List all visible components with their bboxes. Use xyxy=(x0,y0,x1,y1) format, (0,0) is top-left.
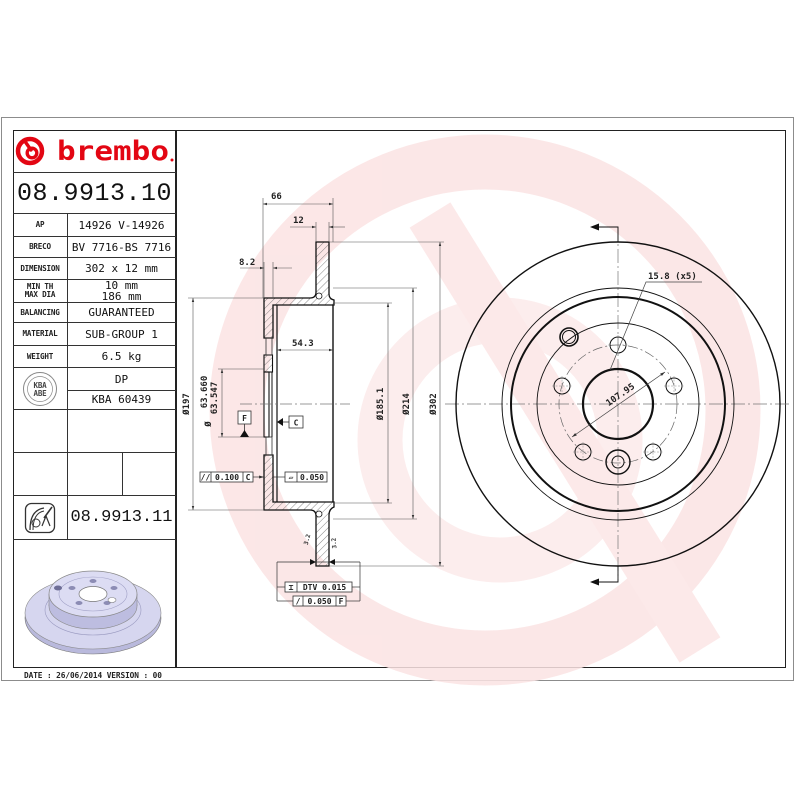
alt-part-number: 08.9913.11 xyxy=(70,508,173,527)
runout-datum: F xyxy=(339,597,344,606)
section-lower-hatch xyxy=(263,454,335,567)
approval-number: KBA 60439 xyxy=(91,393,152,406)
section-upper-hatch xyxy=(263,241,335,339)
kba-logo-line1: KBA xyxy=(34,381,48,390)
spec-row-weight: WEIGHT 6.5 kg xyxy=(13,346,176,368)
spec-row-dimension: DIMENSION 302 x 12 mm xyxy=(13,258,176,280)
spec-label: AP xyxy=(13,214,68,236)
tolerance-dtv-bracket xyxy=(276,559,361,602)
bolt-hole-label: 15.8 (x5) xyxy=(648,272,697,282)
dim-center-dia-max: 63.660 xyxy=(200,376,210,409)
roughness-mark-left: 3.2 xyxy=(303,533,313,546)
kba-logo-line2: ABE xyxy=(34,389,48,398)
bolt-circle xyxy=(558,344,678,464)
dim-inner-ring-dia: Ø185.1 xyxy=(375,388,386,422)
spec-label-min-th: MIN TH xyxy=(26,282,54,292)
dtv-value: DTV 0.015 xyxy=(303,583,347,592)
spec-value-max-dia: 186 mm xyxy=(101,290,142,303)
spec-label: WEIGHT xyxy=(13,346,68,367)
datum-c-label: C xyxy=(294,419,299,428)
spec-value: 6.5 kg xyxy=(101,350,142,363)
datum-c: C xyxy=(277,415,304,429)
dim-ring-inner-dia: Ø214 xyxy=(401,393,412,416)
dim-hat-depth: 54.3 xyxy=(292,339,314,349)
approval-type-cell: DP xyxy=(67,368,176,391)
spec-value: 14926 V-14926 xyxy=(78,218,165,232)
spec-value: 302 x 12 mm xyxy=(85,262,158,275)
dim-hat-outer-dia: Ø197 xyxy=(181,393,192,416)
dim-center-dia-symbol: Ø xyxy=(203,421,214,428)
tolerance-runout: / 0.050 F xyxy=(292,595,347,607)
brembo-logo-icon xyxy=(15,136,45,166)
dim-width-total: 66 xyxy=(271,192,282,202)
dtv-symbol: ⌶ xyxy=(289,583,294,592)
spec-row-min-max: MIN TH MAX DIA 10 mm 186 mm xyxy=(13,280,176,303)
tolerance-dtv: ⌶ DTV 0.015 xyxy=(284,581,353,593)
spec-value: GUARANTEED xyxy=(88,306,155,319)
brembo-logo: brembo xyxy=(15,136,174,167)
front-view xyxy=(445,223,792,586)
brand-logo-row: brembo xyxy=(13,130,176,173)
runout-symbol: / xyxy=(296,597,301,606)
parallelism-symbol: // xyxy=(201,473,211,482)
flatness-symbol: ▱ xyxy=(289,473,294,482)
date-version-footer: DATE : 26/06/2014 VERSION : 00 xyxy=(24,671,162,680)
section-dimensions xyxy=(188,198,444,567)
tolerance-parallelism: // 0.100 C xyxy=(199,471,264,483)
approval-number-cell: KBA 60439 xyxy=(67,390,176,409)
column-divider xyxy=(175,130,177,668)
approval-type: DP xyxy=(114,372,129,386)
empty-cell xyxy=(13,410,68,452)
cell-divider xyxy=(122,453,123,495)
empty-row-2 xyxy=(13,453,176,496)
spec-value: BV 7716-BS 7716 xyxy=(71,240,172,254)
sheet-outer-border xyxy=(1,117,794,681)
part-number-row: 08.9913.10 xyxy=(13,173,176,214)
spec-value: SUB-GROUP 1 xyxy=(85,327,158,341)
datum-f-label: F xyxy=(242,414,247,423)
brake-disc-3d-image xyxy=(24,570,162,655)
spec-row-ap: AP 14926 V-14926 xyxy=(13,214,176,237)
dim-center-dia-min: 63.547 xyxy=(210,382,220,415)
dim-outer-dia: Ø302 xyxy=(428,393,439,416)
approval-row: KBA ABE DP KBA 60439 xyxy=(13,368,176,410)
spec-label: BRECO xyxy=(13,237,68,257)
locating-hole xyxy=(559,327,579,347)
spec-label-max-dia: MAX DIA xyxy=(24,290,56,299)
section-dimension-labels: 66 12 8.2 54.3 Ø197 Ø 63.660 63.547 Ø185… xyxy=(181,192,439,549)
roughness-mark-right: 3.2 xyxy=(331,537,339,549)
dim-ring-thickness: 12 xyxy=(293,216,304,226)
spec-value-group: 10 mm 186 mm xyxy=(67,280,176,302)
part-number: 08.9913.10 xyxy=(16,178,173,208)
spec-row-breco: BRECO BV 7716-BS 7716 xyxy=(13,237,176,258)
alt-part-row: 08.9913.11 xyxy=(13,496,176,540)
parallelism-value: 0.100 xyxy=(215,473,239,482)
spec-label: MATERIAL xyxy=(13,323,68,345)
datum-f: F xyxy=(237,410,252,437)
empty-cell xyxy=(13,453,68,495)
spec-label-group: MIN TH MAX DIA xyxy=(13,280,68,302)
empty-row-1 xyxy=(13,410,176,453)
section-hat-web xyxy=(263,354,274,373)
spec-label: BALANCING xyxy=(13,303,68,322)
parallelism-datum: C xyxy=(246,473,251,482)
kba-abe-icon: KBA ABE xyxy=(23,371,57,406)
flatness-value: 0.050 xyxy=(300,473,324,482)
spec-label: DIMENSION xyxy=(13,258,68,279)
tolerance-flatness: ▱ 0.050 xyxy=(273,471,328,483)
spec-value-min-th: 10 mm xyxy=(104,279,139,292)
dim-hat-thickness: 8.2 xyxy=(239,258,255,268)
brand-name: brembo xyxy=(57,136,169,167)
kba-logo-cell: KBA ABE xyxy=(13,368,68,409)
spec-row-material: MATERIAL SUB-GROUP 1 xyxy=(13,323,176,346)
spec-row-balancing: BALANCING GUARANTEED xyxy=(13,303,176,323)
balance-hole xyxy=(605,449,631,475)
disc-caliper-icon xyxy=(24,502,56,533)
section-view xyxy=(240,241,350,567)
runout-value: 0.050 xyxy=(307,597,331,606)
product-image-cell xyxy=(13,540,176,668)
alt-part-icon-cell xyxy=(13,496,68,539)
